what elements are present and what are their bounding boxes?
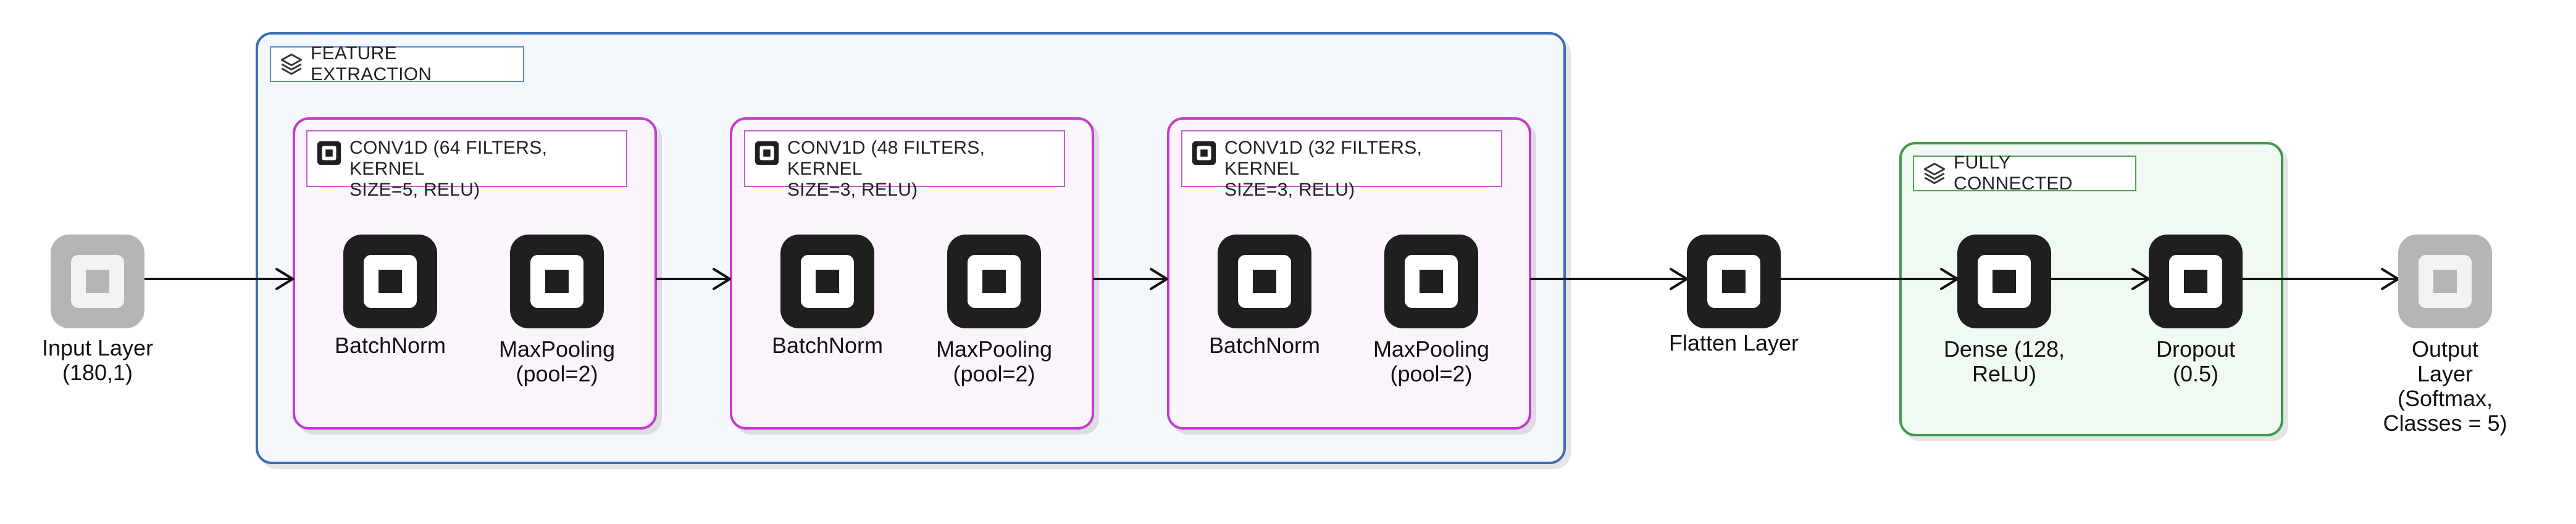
flatten-layer-label: Flatten Layer xyxy=(1668,330,1799,356)
flatten-layer-node[interactable] xyxy=(1687,235,1781,328)
feature-extraction-title: FEATURE EXTRACTION xyxy=(311,43,432,85)
conv-block-3-label: CONV1D (32 FILTERS, KERNEL SIZE=3, RELU) xyxy=(1181,130,1502,200)
conv-block-1-label: CONV1D (64 FILTERS, KERNEL SIZE=5, RELU) xyxy=(306,130,627,200)
dense-node[interactable] xyxy=(1957,235,2051,328)
layers-icon xyxy=(280,53,303,75)
feature-extraction-label: FEATURE EXTRACTION xyxy=(270,43,524,85)
batchnorm-node-1[interactable] xyxy=(343,235,437,328)
layers-icon xyxy=(1923,162,1946,185)
square-icon xyxy=(1420,270,1443,293)
square-icon xyxy=(1993,270,2016,293)
input-layer-node[interactable] xyxy=(51,235,144,328)
square-icon xyxy=(1253,270,1276,293)
input-layer-label: Input Layer (180,1) xyxy=(41,335,154,385)
square-icon xyxy=(1192,141,1216,165)
batchnorm-label-3: BatchNorm xyxy=(1208,333,1321,358)
conv-block-2-label: CONV1D (48 FILTERS, KERNEL SIZE=3, RELU) xyxy=(744,130,1065,200)
output-layer-node[interactable] xyxy=(2398,235,2492,328)
dropout-label: Dropout (0.5) xyxy=(2156,336,2236,386)
fully-connected-label: FULLY CONNECTED xyxy=(1913,152,2136,194)
square-icon xyxy=(545,270,569,293)
conv-block-1-title: CONV1D (64 FILTERS, KERNEL SIZE=5, RELU) xyxy=(349,138,548,200)
dropout-node[interactable] xyxy=(2149,235,2243,328)
batchnorm-node-3[interactable] xyxy=(1218,235,1311,328)
square-icon xyxy=(86,270,109,293)
batchnorm-label-2: BatchNorm xyxy=(771,333,884,358)
maxpooling-node-3[interactable] xyxy=(1384,235,1478,328)
maxpooling-label-2: MaxPooling (pool=2) xyxy=(935,336,1053,386)
batchnorm-label-1: BatchNorm xyxy=(334,333,446,358)
square-icon xyxy=(982,270,1006,293)
square-icon xyxy=(1722,270,1746,293)
output-layer-label: Output Layer (Softmax, Classes = 5) xyxy=(2383,336,2507,436)
square-icon xyxy=(2433,270,2457,293)
conv-block-2-title: CONV1D (48 FILTERS, KERNEL SIZE=3, RELU) xyxy=(787,138,985,200)
batchnorm-node-2[interactable] xyxy=(780,235,874,328)
maxpooling-node-2[interactable] xyxy=(947,235,1041,328)
maxpooling-label-1: MaxPooling (pool=2) xyxy=(498,336,616,386)
square-icon xyxy=(317,141,341,165)
arrowhead xyxy=(1150,268,1168,290)
maxpooling-node-1[interactable] xyxy=(510,235,604,328)
square-icon xyxy=(378,270,402,293)
fully-connected-title: FULLY CONNECTED xyxy=(1954,152,2073,194)
maxpooling-label-3: MaxPooling (pool=2) xyxy=(1373,336,1490,386)
square-icon xyxy=(816,270,839,293)
arrowhead xyxy=(275,268,294,290)
dense-label: Dense (128, ReLU) xyxy=(1943,336,2065,386)
arrowhead xyxy=(713,268,731,290)
square-icon xyxy=(2184,270,2207,293)
conv-block-3-title: CONV1D (32 FILTERS, KERNEL SIZE=3, RELU) xyxy=(1224,138,1423,200)
square-icon xyxy=(755,141,779,165)
